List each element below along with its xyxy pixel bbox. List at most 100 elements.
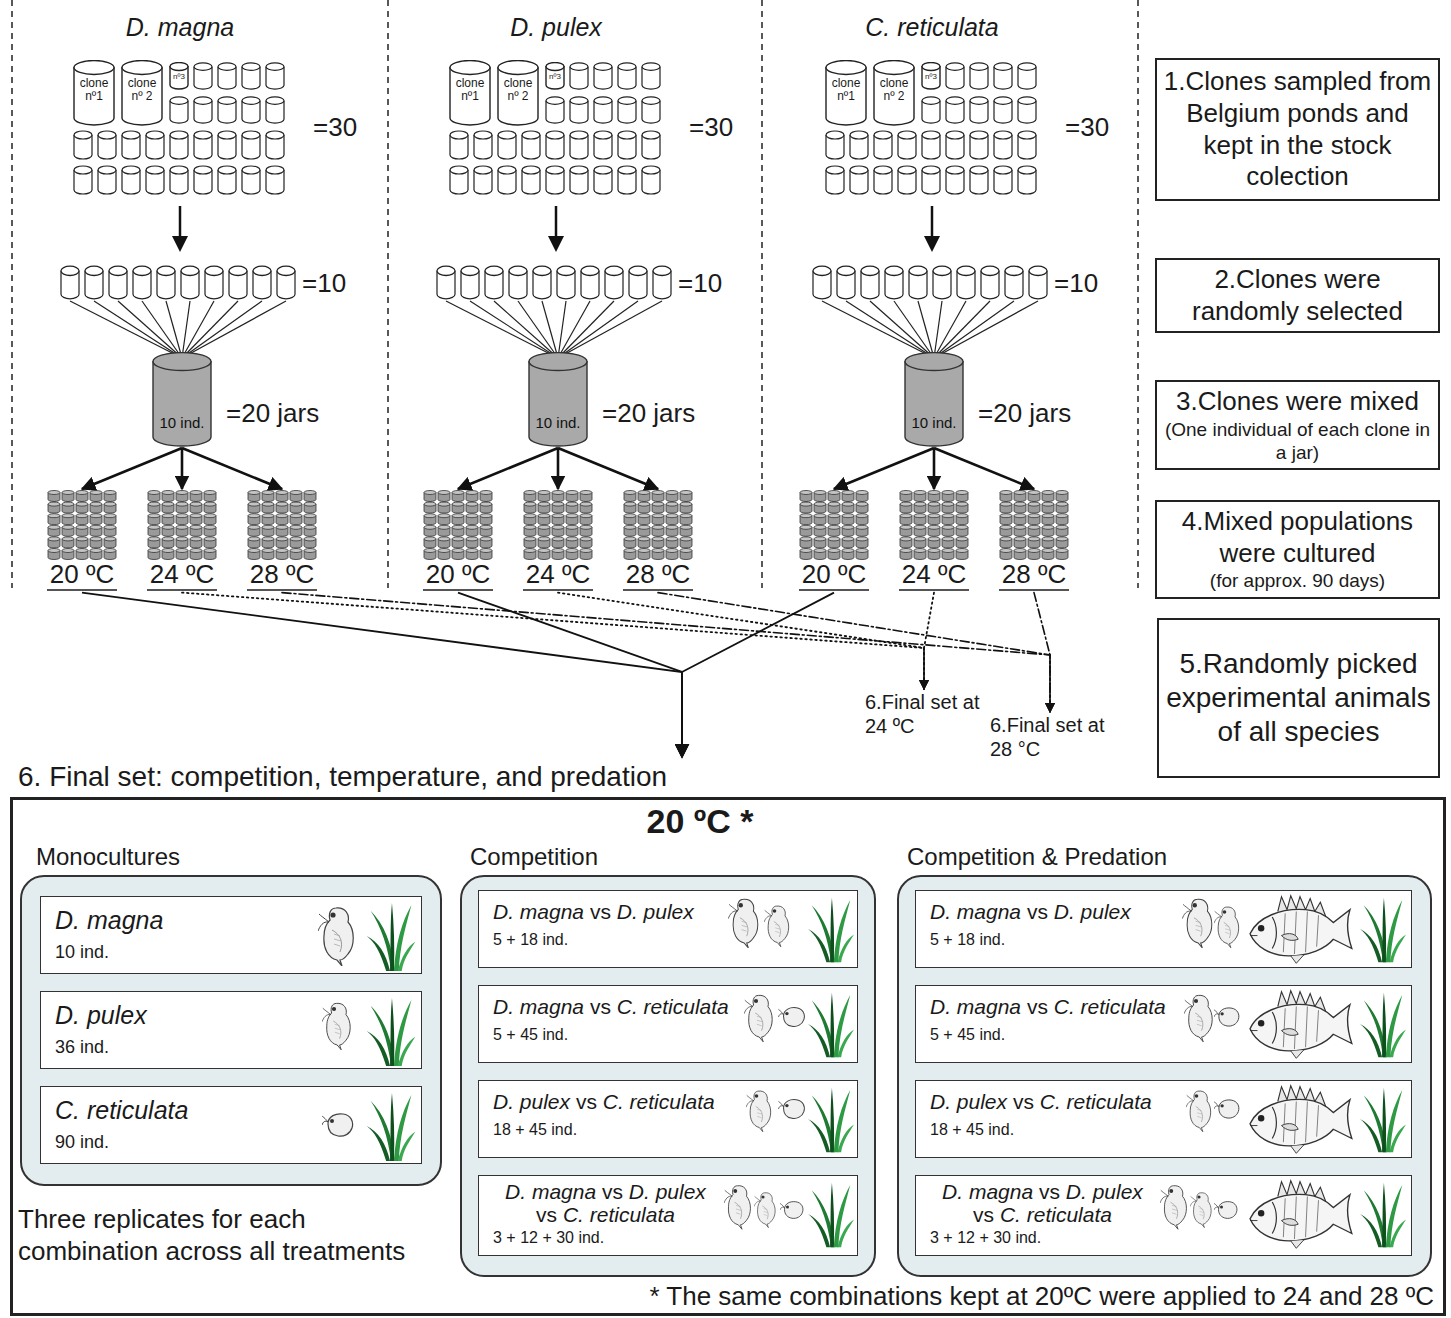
panel-heading: 6. Final set: competition, temperature, … — [18, 760, 667, 794]
jar-top — [452, 514, 464, 518]
cylinder-top — [905, 353, 963, 371]
jar-top — [842, 537, 854, 541]
jar-top — [204, 491, 216, 495]
step-box: 5.Randomly picked experimental animals o… — [1157, 618, 1440, 778]
clone-jar: clone nº 2 — [121, 60, 163, 126]
jar-top — [304, 549, 316, 553]
jar-top — [956, 537, 968, 541]
jar-top — [942, 491, 954, 495]
count-label: =20 jars — [978, 398, 1071, 429]
jar-top — [914, 491, 926, 495]
jar-top — [914, 525, 926, 529]
temperature-label: 20 ºC — [47, 560, 117, 591]
jar-top — [104, 525, 116, 529]
jar-label: 10 ind. — [904, 352, 964, 432]
step-box: 4.Mixed populations were cultured(for ap… — [1155, 500, 1440, 599]
jar-top — [438, 491, 450, 495]
jar-top — [552, 549, 564, 553]
jar-top — [190, 525, 202, 529]
jar-top — [466, 491, 478, 495]
jar-top — [1000, 537, 1012, 541]
treatment-box: D. pulex36 ind. — [40, 991, 422, 1069]
jar-top — [928, 525, 940, 529]
temperature-set: 28 ºC — [989, 490, 1079, 591]
count-label: =30 — [689, 112, 733, 143]
jar-label: clone nº1 — [825, 60, 867, 103]
cylinder-top — [874, 61, 914, 75]
jar-top — [800, 491, 812, 495]
jar-top — [942, 514, 954, 518]
connector — [181, 448, 184, 489]
jar-grid — [47, 490, 117, 560]
jar-top — [800, 549, 812, 553]
jar-top — [290, 514, 302, 518]
jar-top — [1056, 502, 1068, 506]
step-text: (One individual of each clone in a jar) — [1161, 418, 1434, 464]
jar-top — [814, 491, 826, 495]
jar-top — [1028, 514, 1040, 518]
jar-top — [90, 537, 102, 541]
species-name: D. magna vs D. pulex — [930, 899, 1399, 924]
jar-grid — [799, 490, 869, 560]
species-name: D. magna vs D. pulex vs C. reticulata — [493, 1180, 718, 1226]
individual-count: 5 + 45 ind. — [493, 1025, 845, 1046]
jar-top — [524, 549, 536, 553]
jar-top — [480, 491, 492, 495]
jar-top — [466, 525, 478, 529]
connector — [834, 448, 934, 489]
jar-top — [176, 525, 188, 529]
jar-top — [666, 537, 678, 541]
jar-top — [956, 525, 968, 529]
jar-top — [928, 491, 940, 495]
step-box: 1.Clones sampled from Belgium ponds and … — [1155, 58, 1440, 201]
count-label: =30 — [313, 112, 357, 143]
jar-top — [552, 525, 564, 529]
jar-top — [1000, 502, 1012, 506]
jar-grid — [899, 490, 969, 560]
individual-count: 90 ind. — [55, 1131, 409, 1154]
jar-top — [680, 549, 692, 553]
jar-top — [276, 525, 288, 529]
jar-top — [190, 537, 202, 541]
jar-top — [76, 525, 88, 529]
clone-jar: nº3 — [545, 62, 565, 90]
jar-top — [624, 491, 636, 495]
jar-top — [248, 502, 260, 506]
jar-top — [680, 537, 692, 541]
jar-top — [942, 537, 954, 541]
jar-top — [552, 502, 564, 506]
jar-top — [928, 502, 940, 506]
count-label: =20 jars — [226, 398, 319, 429]
cylinder-top — [122, 61, 162, 75]
jar-top — [276, 502, 288, 506]
jar-top — [1056, 549, 1068, 553]
jar-top — [680, 491, 692, 495]
jar-top — [856, 537, 868, 541]
jar-top — [524, 537, 536, 541]
count-label: =10 — [678, 268, 722, 299]
treatment-group: MonoculturesD. magna10 ind.D. pulex36 in… — [20, 843, 442, 1186]
jar-top — [552, 514, 564, 518]
jar-top — [466, 537, 478, 541]
jar-grid — [423, 490, 493, 560]
temperature-label: 28 ºC — [623, 560, 693, 591]
jar-top — [524, 525, 536, 529]
jar-top — [1042, 537, 1054, 541]
jar-top — [900, 525, 912, 529]
jar-top — [856, 491, 868, 495]
jar-top — [800, 537, 812, 541]
jar-top — [828, 549, 840, 553]
jar-top — [148, 537, 160, 541]
jar-top — [1042, 525, 1054, 529]
jar-top — [624, 525, 636, 529]
species-name: C. reticulata — [55, 1095, 409, 1125]
jar-top — [580, 537, 592, 541]
jar-top — [276, 549, 288, 553]
treatment-group: Competition & PredationD. magna vs D. pu… — [897, 843, 1432, 1277]
jar-top — [452, 502, 464, 506]
jar-top — [566, 514, 578, 518]
connector — [933, 448, 936, 489]
jar-grid — [623, 490, 693, 560]
jar-top — [480, 502, 492, 506]
jar-top — [842, 502, 854, 506]
